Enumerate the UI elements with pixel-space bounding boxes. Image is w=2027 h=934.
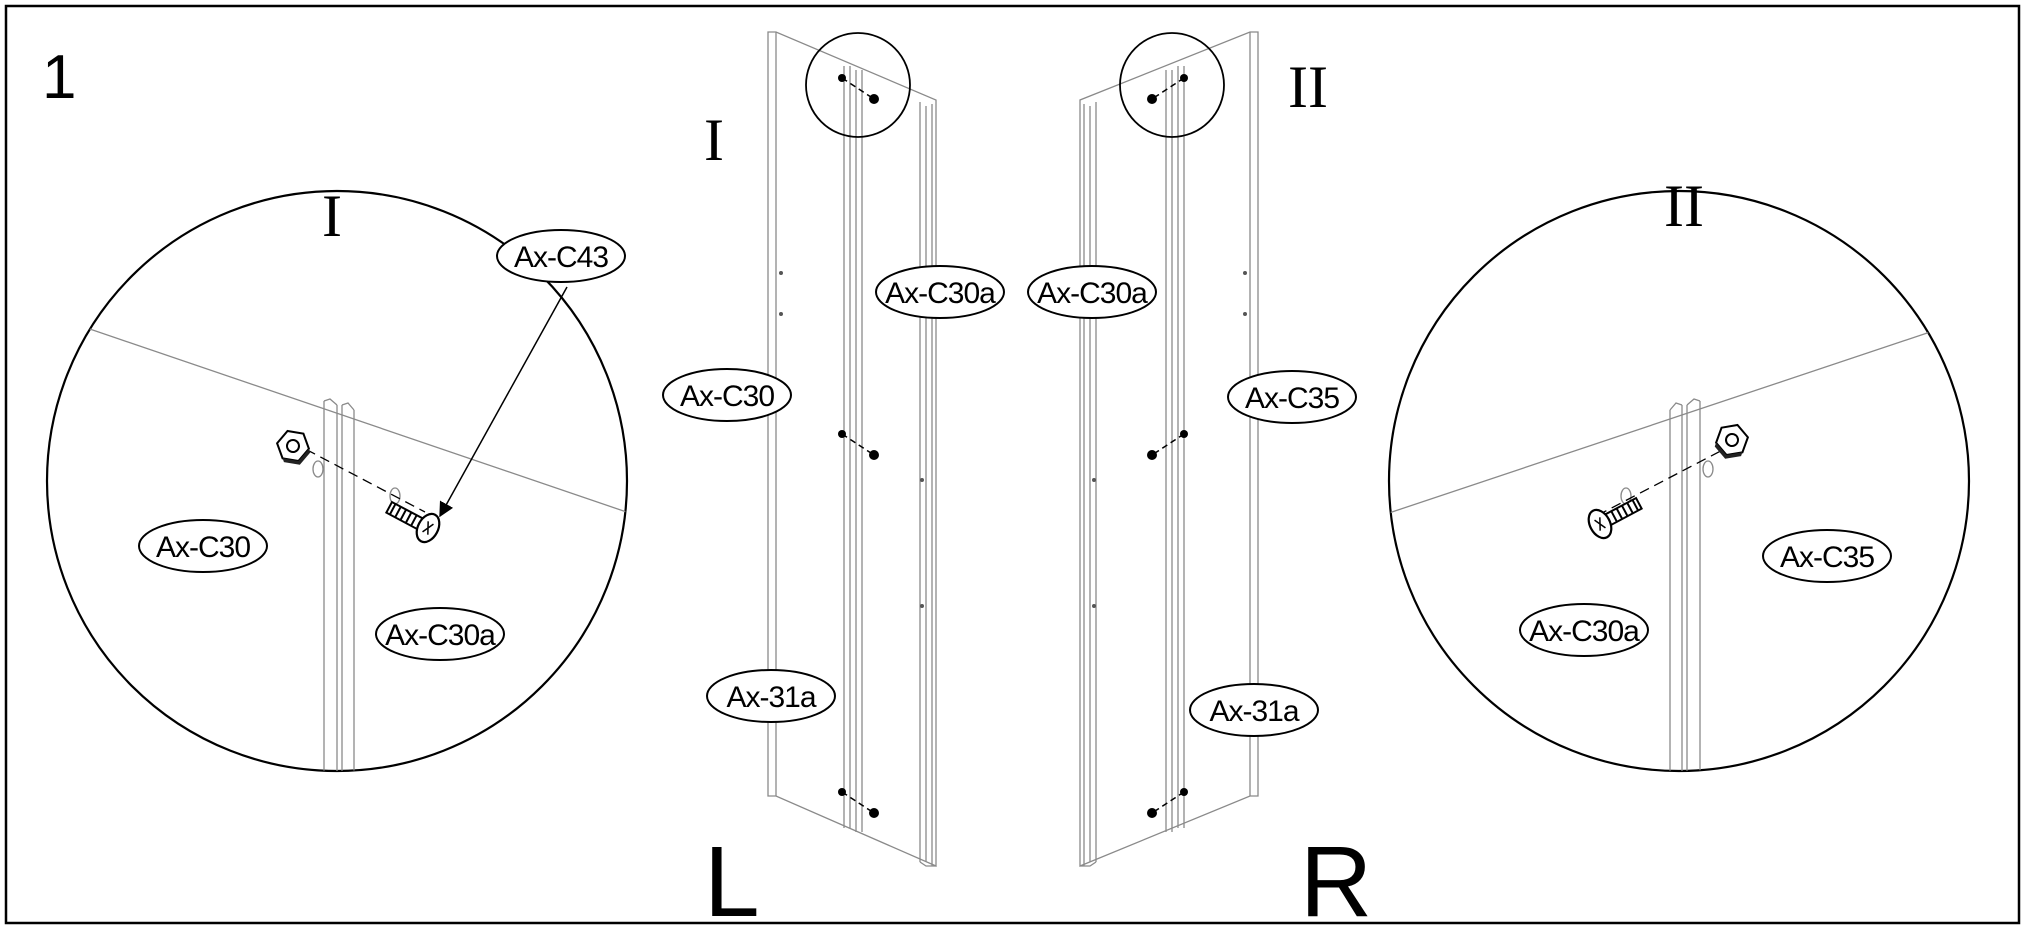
label-ax-c35-detail-text: Ax-C35 [1780,541,1874,574]
detail-right-roman: II [1664,173,1704,239]
label-ax-c30a-detail-left: Ax-C30a [375,607,505,661]
panel-left-roman: I [704,107,724,173]
side-letter-left: L [704,826,760,929]
panel-assembly-left: I Ax- [662,31,1005,934]
label-ax-c30a-panel-left: Ax-C30a [875,265,1005,319]
label-ax-c43: Ax-C43 [496,229,626,283]
label-ax-c43-text: Ax-C43 [514,241,608,274]
label-ax-c30a-panel-right: Ax-C30a [1027,265,1157,319]
magnify-circle-icon [1119,32,1225,138]
label-ax-31a-right-text: Ax-31a [1209,695,1299,728]
page-frame [4,4,2021,925]
label-ax-c30-panel-text: Ax-C30 [680,380,774,413]
bolt-icon [384,500,441,544]
detail-circle-right: II [1387,173,1971,773]
panel-assembly-right: II Ax [1027,31,1372,934]
panel-right-roman: II [1288,54,1328,120]
label-ax-c35-panel: Ax-C35 [1227,370,1357,424]
step-number: 1 [42,43,76,112]
label-ax-c35-detail: Ax-C35 [1762,529,1892,583]
label-ax-31a-right: Ax-31a [1189,683,1319,737]
label-ax-31a-left-text: Ax-31a [726,681,816,714]
label-ax-c30a-detail-left-text: Ax-C30a [385,619,496,652]
label-ax-c30a-detail-right: Ax-C30a [1519,603,1649,657]
detail-circle-left: I [45,183,629,773]
nut-icon [275,429,311,465]
label-ax-c30-panel: Ax-C30 [662,368,792,422]
label-ax-c35-panel-text: Ax-C35 [1245,382,1339,415]
label-ax-c30a-panel-right-text: Ax-C30a [1037,277,1148,310]
label-ax-c30-detail-text: Ax-C30 [156,531,250,564]
magnify-circle-icon [805,32,911,138]
label-ax-31a-left: Ax-31a [706,669,836,723]
label-ax-c30-detail: Ax-C30 [138,519,268,573]
side-letter-right: R [1300,826,1372,929]
nut-icon [1714,423,1750,459]
detail-left-roman: I [322,183,342,249]
label-ax-c30a-detail-right-text: Ax-C30a [1529,615,1640,648]
bolt-icon [1587,496,1644,540]
label-ax-c30a-panel-left-text: Ax-C30a [885,277,996,310]
